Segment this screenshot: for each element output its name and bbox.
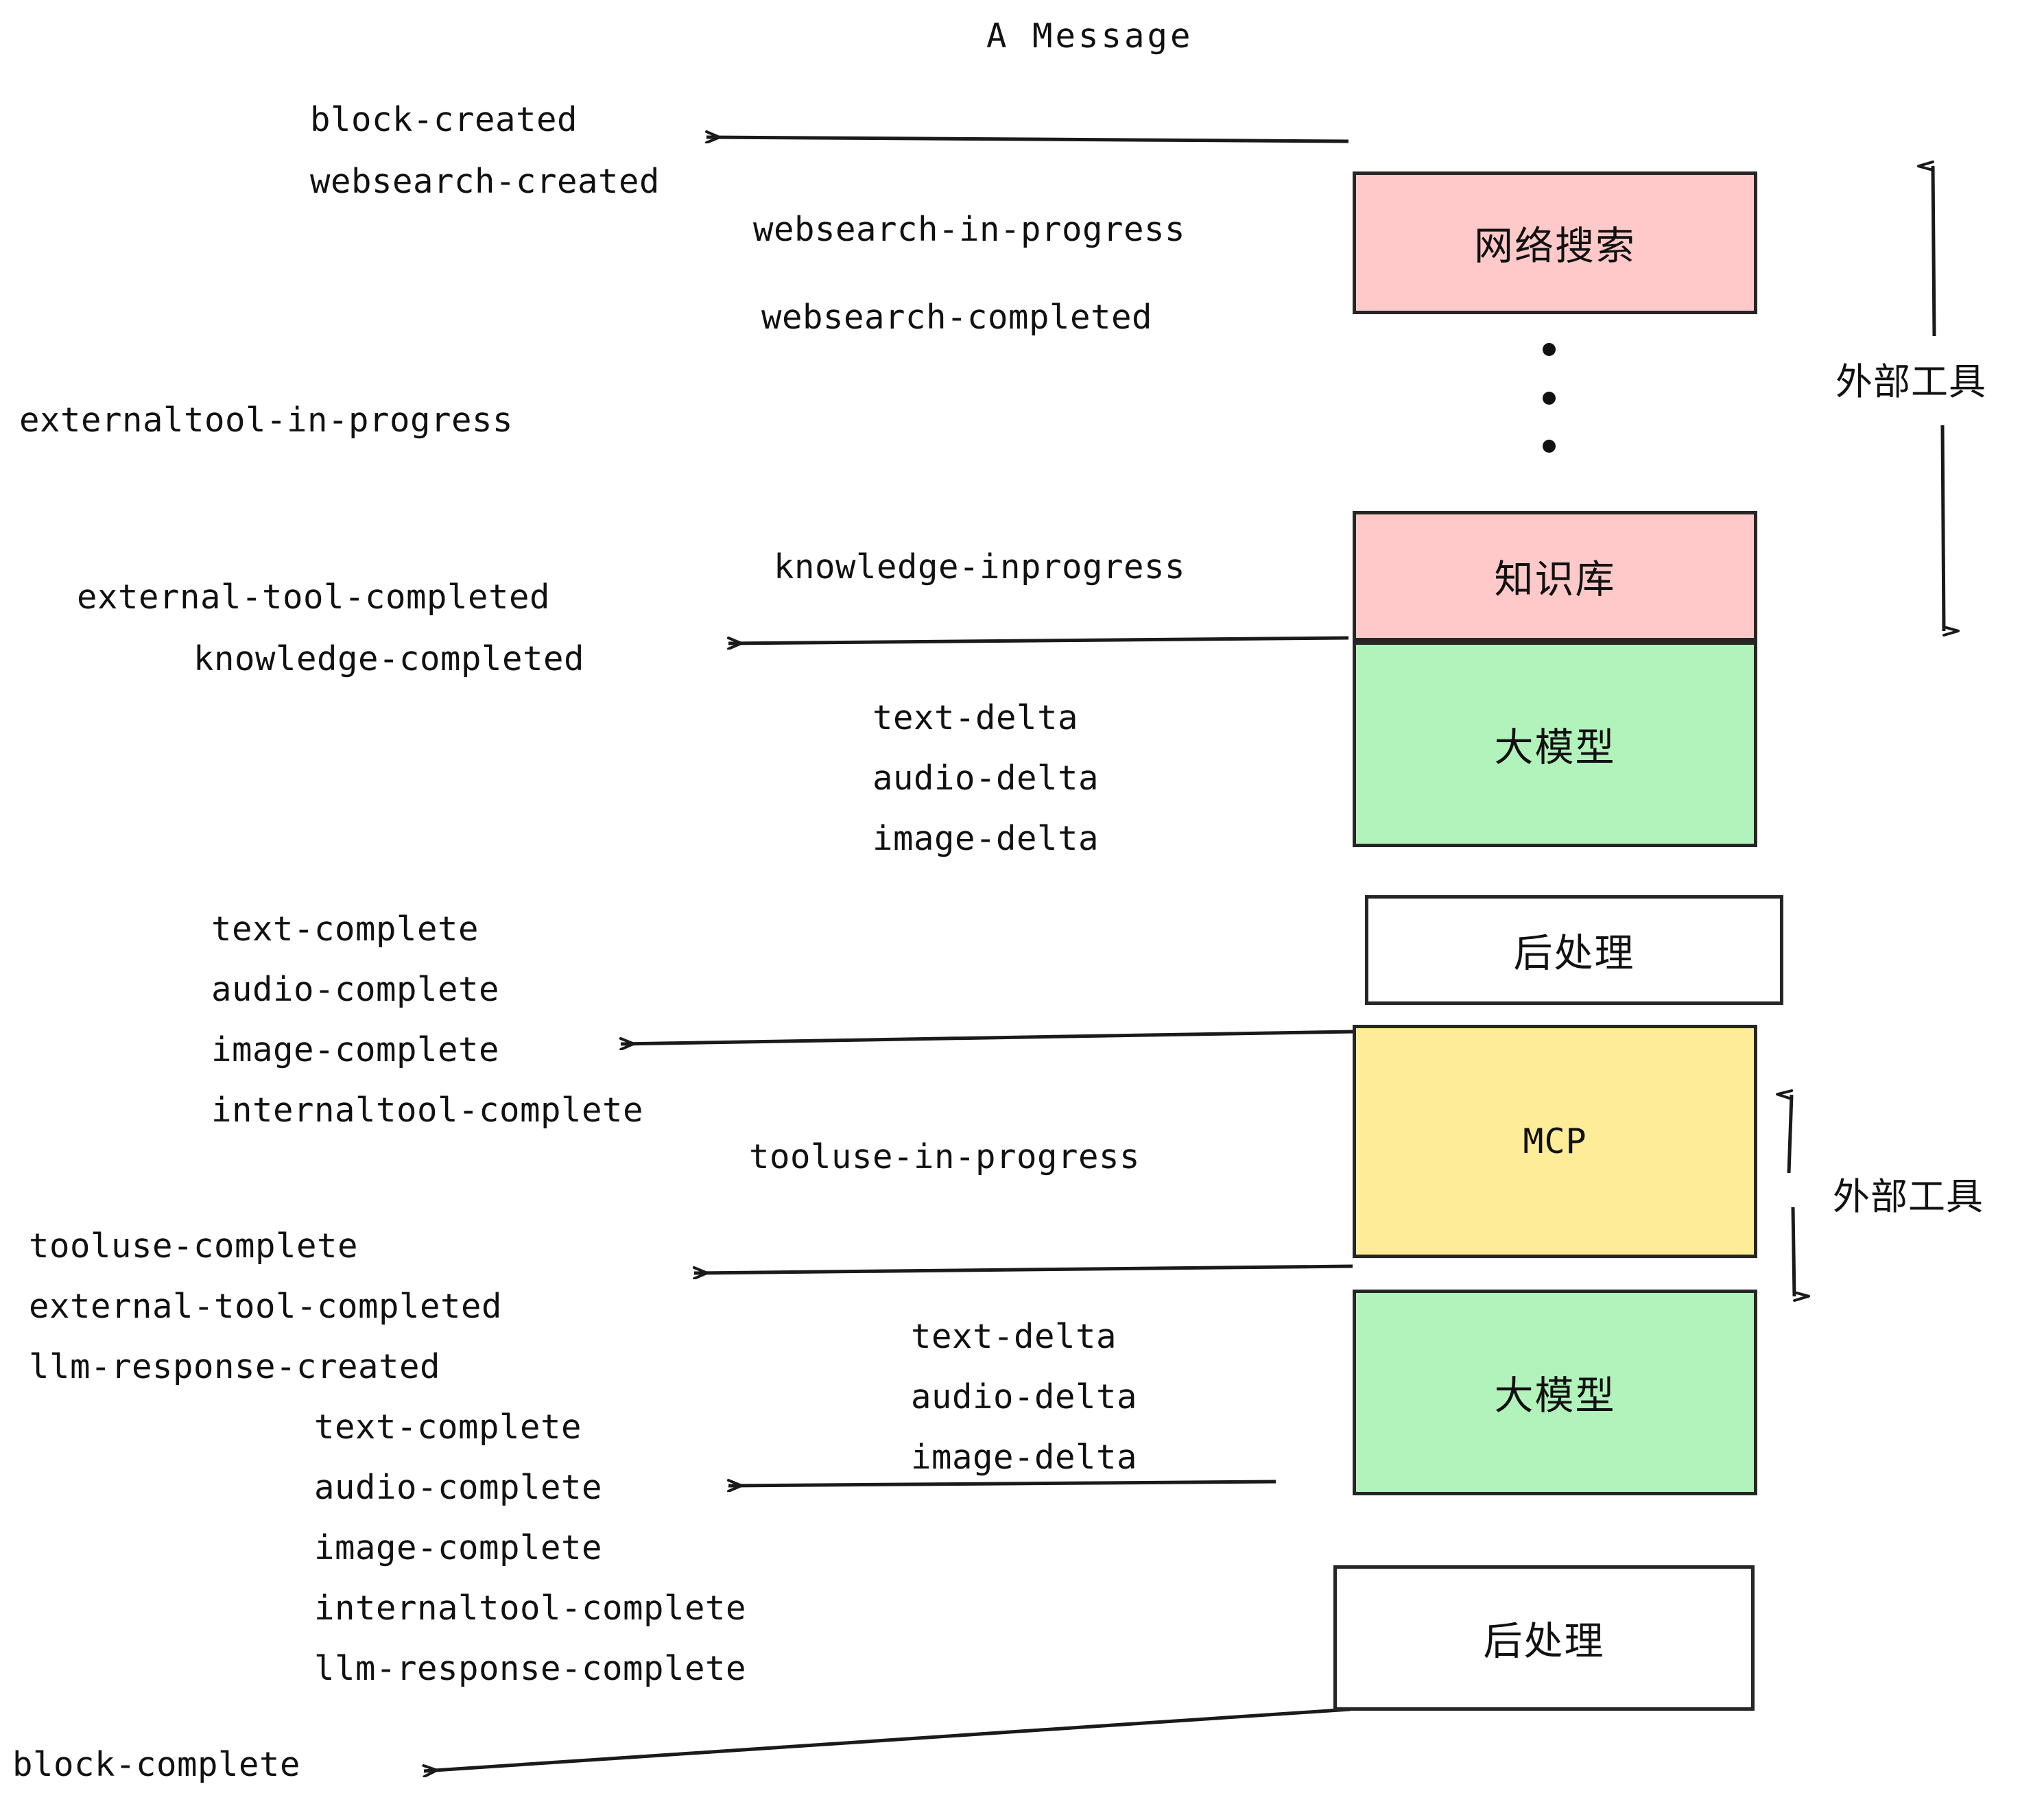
event-websearch-completed: websearch-completed [761,298,1153,337]
box-llm-1-label: 大模型 [1494,725,1616,770]
dot-3 [1542,440,1556,453]
arrow-websearch-to-blockcreated [706,137,1349,141]
box-postproc-2-label: 后处理 [1483,1619,1605,1664]
event-image-delta-2: image-delta [911,1438,1138,1477]
box-postproc-2[interactable]: 后处理 [1333,1565,1755,1711]
event-external-tool-completed-2: external-tool-completed [29,1287,503,1326]
event-text-delta-1: text-delta [872,698,1079,737]
box-knowledge[interactable]: 知识库 [1353,511,1757,641]
box-llm-2[interactable]: 大模型 [1353,1290,1757,1495]
event-internaltool-complete-1: internaltool-complete [211,1091,644,1130]
arrow-knowledge-to-completed [728,636,1349,643]
event-block-complete: block-complete [12,1745,301,1784]
box-mcp[interactable]: MCP [1353,1025,1757,1258]
event-external-tool-completed-1: external-tool-completed [77,578,551,617]
box-llm-1[interactable]: 大模型 [1353,641,1757,847]
event-audio-delta-2: audio-delta [911,1377,1138,1416]
event-image-complete-2: image-complete [314,1528,603,1567]
box-websearch[interactable]: 网络搜索 [1353,171,1757,314]
side-label-external-tool-bottom: 外部工具 [1833,1166,1984,1220]
box-llm-2-label: 大模型 [1494,1373,1616,1419]
event-externaltool-in-progress: externaltool-in-progress [19,401,514,440]
dot-1 [1542,343,1556,356]
arrow-external-tool-bottom-down [1791,1207,1794,1296]
event-tooluse-in-progress: tooluse-in-progress [749,1137,1141,1176]
event-websearch-in-progress: websearch-in-progress [753,210,1186,249]
event-audio-delta-1: audio-delta [872,759,1100,798]
ellipsis-dots [1542,343,1556,453]
box-mcp-label: MCP [1523,1121,1587,1161]
event-text-complete-1: text-complete [211,910,479,949]
event-knowledge-inprogress: knowledge-inprogress [774,547,1186,586]
event-block-created: block-created [310,100,578,139]
event-llm-response-created: llm-response-created [29,1347,441,1386]
arrow-mcp-to-toolusecomplete [694,1264,1353,1273]
arrow-external-tool-bottom-up [1789,1095,1794,1174]
event-tooluse-complete: tooluse-complete [29,1226,359,1266]
event-image-complete-1: image-complete [211,1030,500,1069]
event-audio-complete-1: audio-complete [211,970,500,1009]
event-image-delta-1: image-delta [872,819,1100,858]
box-knowledge-label: 知识库 [1494,557,1616,602]
side-label-external-tool-top: 外部工具 [1835,351,1986,405]
event-websearch-created: websearch-created [310,162,661,201]
dot-2 [1542,391,1556,405]
event-text-delta-2: text-delta [911,1317,1117,1356]
event-audio-complete-2: audio-complete [314,1468,603,1507]
event-knowledge-completed: knowledge-completed [193,639,585,678]
event-llm-response-complete: llm-response-complete [314,1649,747,1688]
arrow-external-tool-top-up [1933,166,1936,337]
event-text-complete-2: text-complete [314,1408,582,1447]
arrow-postproc-to-imagecomplete [621,1030,1353,1044]
diagram-title: A Message [986,16,1193,56]
box-websearch-label: 网络搜索 [1474,224,1636,269]
side-label-external-tool-bottom-text: 外部工具 [1833,1175,1984,1218]
arrow-llm-to-audiocomplete [728,1482,1276,1486]
side-label-external-tool-top-text: 外部工具 [1835,360,1986,403]
box-postproc-1-label: 后处理 [1513,931,1635,976]
arrow-external-tool-top-down [1940,425,1944,631]
event-internaltool-complete-2: internaltool-complete [314,1589,747,1628]
arrow-postproc-to-blockcomplete [424,1707,1351,1771]
box-postproc-1[interactable]: 后处理 [1365,895,1783,1005]
